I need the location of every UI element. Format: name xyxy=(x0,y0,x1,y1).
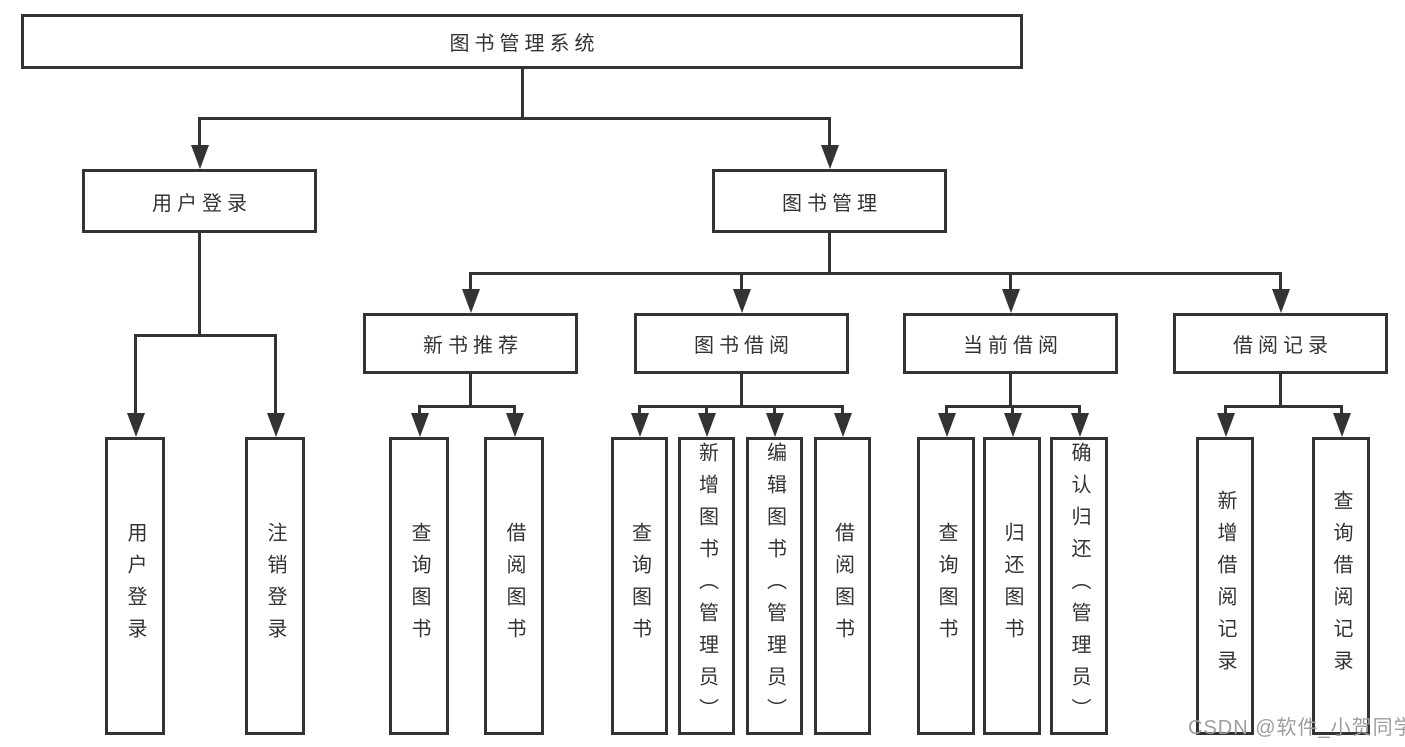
connector-line xyxy=(828,117,831,149)
connector-line xyxy=(198,117,201,149)
arrowhead-icon xyxy=(1071,413,1089,437)
connector-line xyxy=(469,272,472,292)
node-book-borrow: 图书借阅 xyxy=(634,313,849,374)
node-leaf-add-borrow-record: 新增借阅记录 xyxy=(1196,437,1254,735)
connector-line xyxy=(1224,405,1227,417)
connector-line xyxy=(134,334,277,337)
arrowhead-icon xyxy=(506,413,524,437)
node-leaf-return-book: 归还图书 xyxy=(983,437,1041,735)
arrowhead-icon xyxy=(766,413,784,437)
node-label: 借阅图书 xyxy=(503,522,525,650)
arrowhead-icon xyxy=(267,413,285,437)
arrowhead-icon xyxy=(1217,413,1235,437)
node-leaf-add-book-admin: 新增图书（管理员） xyxy=(678,437,735,735)
node-leaf-borrow-book: 借阅图书 xyxy=(814,437,871,735)
node-leaf-query-book-current: 查询图书 xyxy=(917,437,975,735)
arrowhead-icon xyxy=(938,413,956,437)
node-label: 用户登录 xyxy=(124,522,146,650)
arrowhead-icon xyxy=(821,145,839,169)
connector-line xyxy=(274,334,277,416)
node-label: 当前借阅 xyxy=(963,335,1063,357)
node-label: 查询图书 xyxy=(408,522,430,650)
node-user-login: 用户登录 xyxy=(82,169,317,233)
node-label: 查询图书 xyxy=(628,522,651,650)
connector-line xyxy=(469,272,1282,275)
connector-line xyxy=(841,405,844,417)
connector-line xyxy=(1279,272,1282,292)
connector-line xyxy=(828,233,831,275)
node-borrow-record: 借阅记录 xyxy=(1173,313,1388,374)
connector-line xyxy=(1078,405,1081,417)
node-leaf-query-book-borrow: 查询图书 xyxy=(611,437,668,735)
node-label: 借阅图书 xyxy=(831,522,854,650)
node-label: 查询借阅记录 xyxy=(1330,490,1352,682)
node-label: 图书管理系统 xyxy=(449,33,600,55)
arrowhead-icon xyxy=(411,413,429,437)
connector-line xyxy=(1340,405,1343,417)
arrowhead-icon xyxy=(1333,413,1351,437)
node-label: 借阅记录 xyxy=(1233,335,1333,357)
arrowhead-icon xyxy=(191,145,209,169)
arrowhead-icon xyxy=(631,413,649,437)
arrowhead-icon xyxy=(1004,413,1022,437)
node-leaf-query-borrow-record: 查询借阅记录 xyxy=(1312,437,1370,735)
connector-line xyxy=(705,405,708,417)
arrowhead-icon xyxy=(698,413,716,437)
connector-line xyxy=(198,233,201,336)
arrowhead-icon xyxy=(1272,289,1290,313)
connector-line xyxy=(1009,374,1012,408)
node-library-system: 图书管理系统 xyxy=(21,14,1023,69)
node-leaf-query-book-recommend: 查询图书 xyxy=(389,437,449,735)
node-label: 图书管理 xyxy=(782,192,882,215)
connector-line xyxy=(418,405,421,417)
connector-line xyxy=(521,68,524,120)
node-label: 确认归还（管理员） xyxy=(1068,442,1090,730)
connector-line xyxy=(1279,374,1282,408)
connector-line xyxy=(469,374,472,408)
csdn-watermark: CSDN @软件_小贺同学 xyxy=(1188,717,1405,739)
connector-line xyxy=(740,374,743,408)
node-leaf-borrow-book-recommend: 借阅图书 xyxy=(484,437,544,735)
connector-line xyxy=(638,405,844,408)
connector-line xyxy=(1011,405,1014,417)
connector-line xyxy=(1224,405,1343,408)
connector-line xyxy=(513,405,516,417)
node-leaf-edit-book-admin: 编辑图书（管理员） xyxy=(746,437,803,735)
node-label: 查询图书 xyxy=(935,522,957,650)
node-leaf-confirm-return-admin: 确认归还（管理员） xyxy=(1050,437,1108,735)
node-current-borrow: 当前借阅 xyxy=(903,313,1118,374)
node-label: 归还图书 xyxy=(1001,522,1023,650)
node-leaf-logout: 注销登录 xyxy=(245,437,305,735)
connector-line xyxy=(773,405,776,417)
connector-line xyxy=(638,405,641,417)
node-leaf-user-login: 用户登录 xyxy=(105,437,165,735)
arrowhead-icon xyxy=(733,289,751,313)
node-label: 注销登录 xyxy=(264,522,286,650)
node-label: 新书推荐 xyxy=(423,335,523,357)
arrowhead-icon xyxy=(127,413,145,437)
node-label: 用户登录 xyxy=(152,192,252,215)
connector-line xyxy=(134,334,137,416)
node-new-book-recommend: 新书推荐 xyxy=(363,313,578,374)
node-label: 新增图书（管理员） xyxy=(695,442,718,730)
node-label: 新增借阅记录 xyxy=(1214,490,1236,682)
arrowhead-icon xyxy=(1002,289,1020,313)
connector-line xyxy=(418,405,516,408)
connector-line xyxy=(1009,272,1012,292)
connector-line xyxy=(740,272,743,292)
arrowhead-icon xyxy=(462,289,480,313)
connector-line xyxy=(198,117,831,120)
node-label: 编辑图书（管理员） xyxy=(763,442,786,730)
connector-line xyxy=(945,405,948,417)
node-label: 图书借阅 xyxy=(694,335,794,357)
arrowhead-icon xyxy=(834,413,852,437)
node-book-management: 图书管理 xyxy=(712,169,947,233)
